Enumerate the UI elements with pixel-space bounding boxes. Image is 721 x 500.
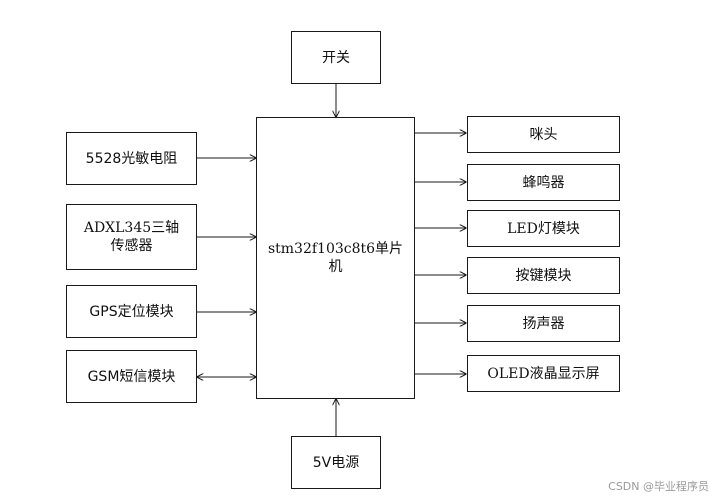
speaker-box: 扬声器 — [467, 305, 620, 342]
gps-label: GPS定位模块 — [89, 303, 174, 320]
mic-box: 咪头 — [467, 116, 620, 153]
watermark: CSDN @毕业程序员 — [608, 480, 709, 493]
oled-box: OLED液晶显示屏 — [467, 355, 620, 392]
oled-label: OLED液晶显示屏 — [487, 365, 600, 382]
power-label: 5V电源 — [312, 454, 360, 471]
ldr-label: 5528光敏电阻 — [85, 150, 178, 167]
mcu-label: stm32f103c8t6单片机 — [267, 241, 404, 275]
mcu-box: stm32f103c8t6单片机 — [256, 117, 415, 399]
keys-label: 按键模块 — [515, 267, 572, 284]
gsm-label: GSM短信模块 — [87, 368, 176, 385]
keys-box: 按键模块 — [467, 257, 620, 294]
accelerometer-label: ADXL345三轴传感器 — [83, 220, 180, 254]
switch-label: 开关 — [322, 49, 350, 66]
led-label: LED灯模块 — [507, 220, 580, 237]
power-box: 5V电源 — [291, 436, 381, 489]
gsm-box: GSM短信模块 — [66, 350, 197, 403]
buzzer-label: 蜂鸣器 — [522, 174, 565, 191]
mic-label: 咪头 — [529, 126, 558, 143]
speaker-label: 扬声器 — [522, 315, 565, 332]
led-box: LED灯模块 — [467, 210, 620, 247]
switch-box: 开关 — [291, 31, 381, 84]
accelerometer-box: ADXL345三轴传感器 — [66, 204, 197, 270]
gps-box: GPS定位模块 — [66, 285, 197, 338]
ldr-box: 5528光敏电阻 — [66, 132, 197, 185]
buzzer-box: 蜂鸣器 — [467, 164, 620, 201]
